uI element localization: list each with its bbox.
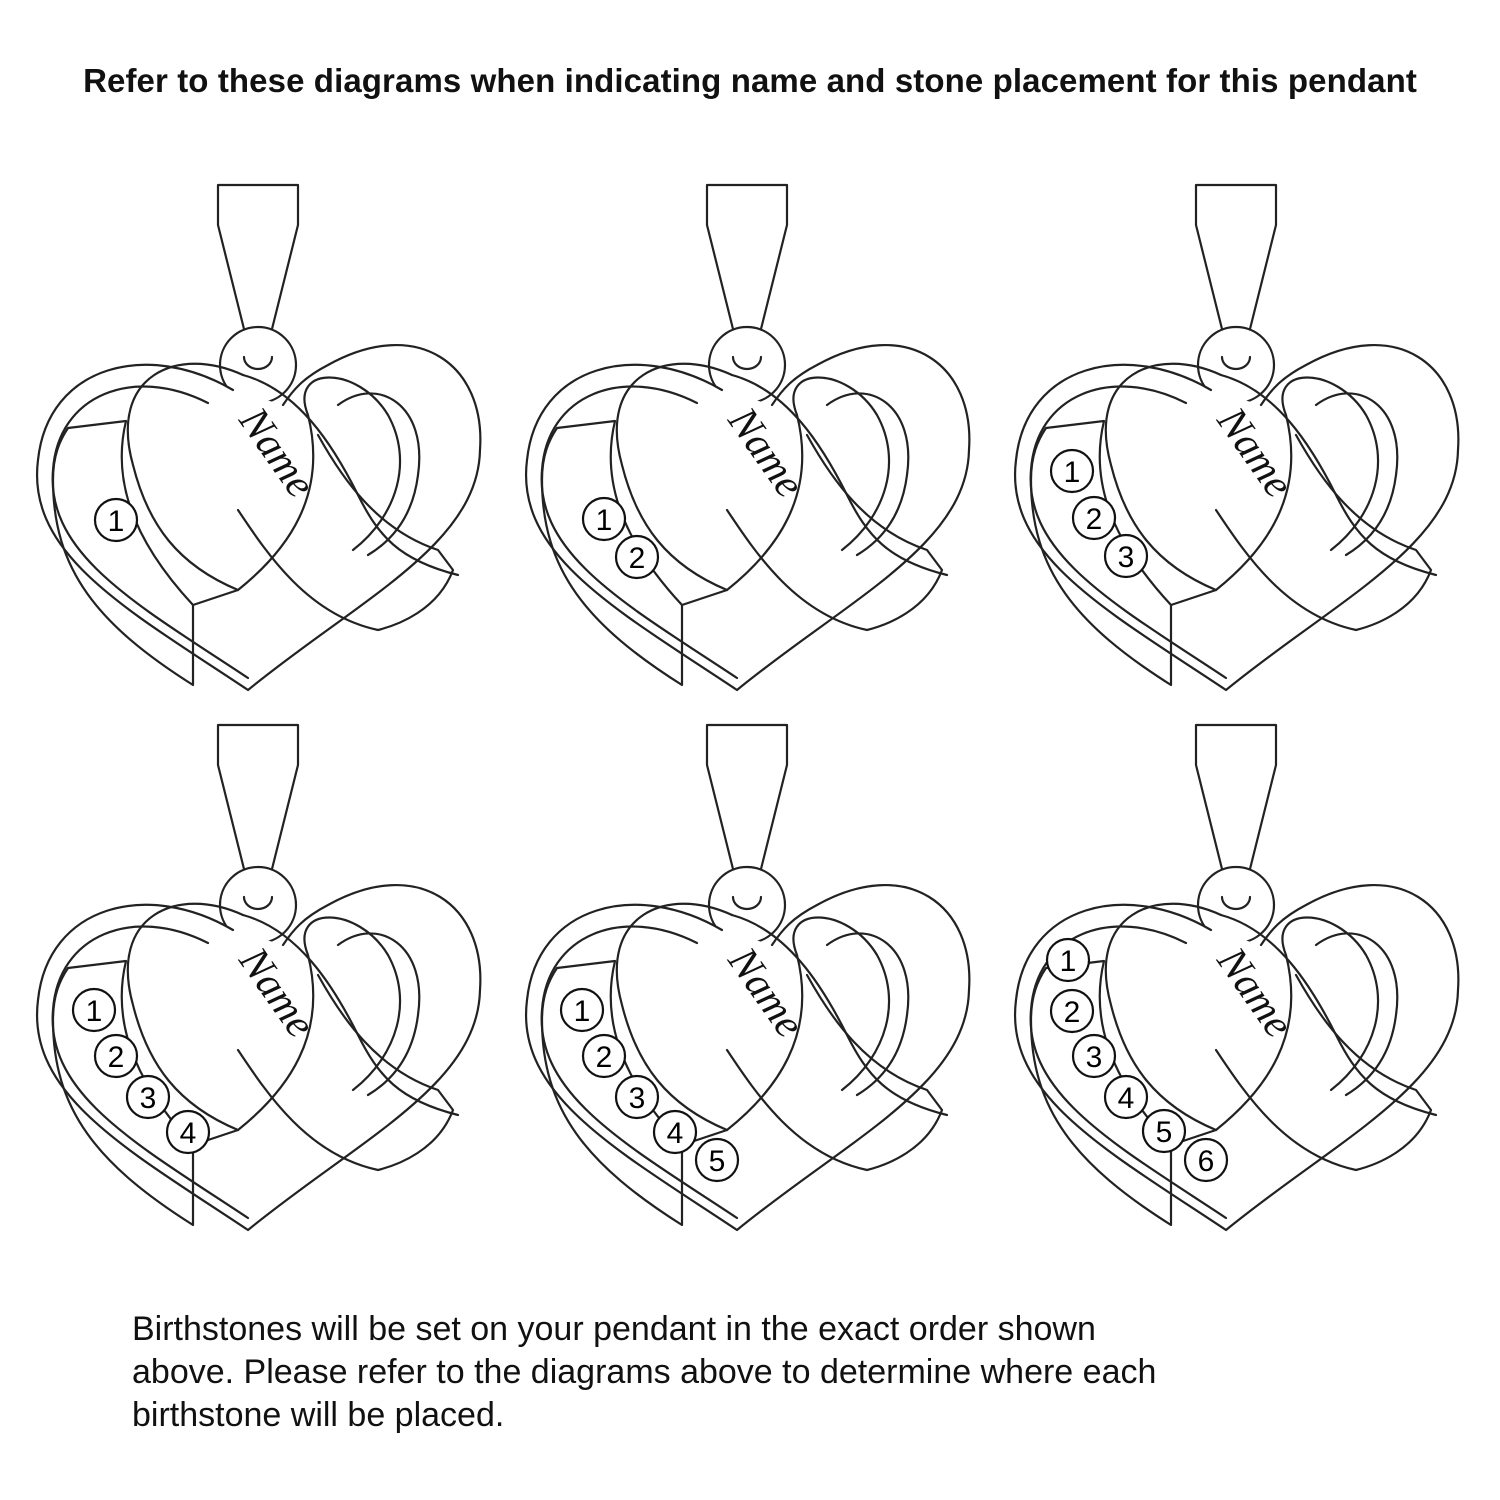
stone-number: 3 [140,1082,157,1115]
stone-number: 4 [180,1117,197,1150]
stone-number: 5 [709,1145,726,1178]
stone-number: 4 [1118,1082,1135,1115]
stone-marker-1: 1 [581,496,627,542]
pendant-diagram-6: Name 1 2 3 4 5 6 [1013,723,1460,1232]
stone-marker-5: 5 [1141,1108,1187,1154]
stone-number: 2 [1064,996,1081,1029]
pendant-diagram-4: Name 1 2 3 4 [35,723,482,1232]
pendant-diagram-1: Name 1 [35,183,482,692]
stone-number: 1 [108,505,125,538]
stone-number: 1 [86,995,103,1028]
stone-number: 3 [1086,1041,1103,1074]
page-title: Refer to these diagrams when indicating … [83,62,1417,99]
instructions-line-2: above. Please refer to the diagrams abov… [132,1353,1157,1391]
stone-number: 2 [596,1041,613,1074]
pendant-diagram-2: Name 1 2 [524,183,971,692]
stone-number: 3 [629,1082,646,1115]
stone-number: 5 [1156,1116,1173,1149]
stone-number: 1 [1064,456,1081,489]
stone-marker-3: 3 [125,1074,171,1120]
pendant-diagram-3: Name 1 2 3 [1013,183,1460,692]
stone-marker-3: 3 [1103,533,1149,579]
instructions-paragraph: Birthstones will be set on your pendant … [132,1308,1372,1437]
stone-marker-2: 2 [614,534,660,580]
instructions-line-3: birthstone will be placed. [132,1396,505,1434]
stone-marker-5: 5 [694,1137,740,1183]
stone-marker-4: 4 [652,1109,698,1155]
stone-marker-1: 1 [93,497,139,543]
instructions-line-1: Birthstones will be set on your pendant … [132,1310,1096,1348]
stone-number: 4 [667,1117,684,1150]
stone-marker-2: 2 [581,1033,627,1079]
stone-number: 1 [1060,945,1077,978]
stone-marker-3: 3 [1071,1033,1117,1079]
stone-marker-1: 1 [1045,937,1091,983]
stone-marker-6: 6 [1183,1137,1229,1183]
stone-number: 1 [574,995,591,1028]
stone-marker-2: 2 [93,1033,139,1079]
stone-number: 3 [1118,541,1135,574]
stone-marker-2: 2 [1071,495,1117,541]
stone-number: 2 [1086,503,1103,536]
stone-marker-1: 1 [559,987,605,1033]
stone-number: 2 [108,1041,125,1074]
stone-number: 6 [1198,1145,1215,1178]
stone-number: 1 [596,504,613,537]
stone-number: 2 [629,542,646,575]
stone-marker-3: 3 [614,1074,660,1120]
stone-marker-4: 4 [1103,1074,1149,1120]
stone-marker-2: 2 [1049,988,1095,1034]
stone-marker-4: 4 [165,1109,211,1155]
stone-marker-1: 1 [1049,448,1095,494]
stone-marker-1: 1 [71,987,117,1033]
pendant-diagram-5: Name 1 2 3 4 5 [524,723,971,1232]
